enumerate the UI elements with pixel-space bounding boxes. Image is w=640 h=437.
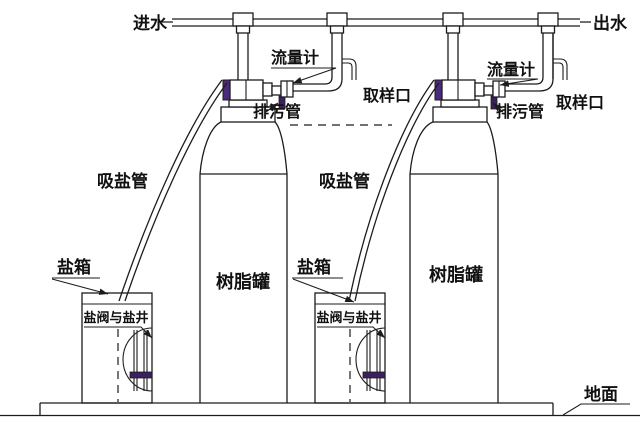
flow-meter-callout-1: 流量计 bbox=[271, 48, 337, 84]
salt-well-arc-1 bbox=[122, 327, 153, 392]
salt-valve-well-label-1: 盐阀与盐井 bbox=[83, 310, 148, 326]
flow-meter-callout-2: 流量计 bbox=[487, 60, 539, 87]
salt-level-marker-1 bbox=[129, 371, 153, 379]
suction-pipe-label-2: 吸盐管 bbox=[319, 171, 370, 192]
outlet-riser-2 bbox=[505, 33, 568, 92]
salt-well-arc-2 bbox=[355, 327, 386, 392]
flow-meter-label-2: 流量计 bbox=[487, 60, 535, 79]
inlet-downpipe-1 bbox=[237, 33, 249, 80]
pipe-tee-outlet-1 bbox=[326, 12, 348, 34]
salt-box-callout-2: 盐箱 bbox=[292, 257, 355, 303]
sampling-port-label-1: 取样口 bbox=[363, 86, 411, 105]
pipe-tee-outlet-2 bbox=[537, 12, 559, 34]
sampling-spout-2 bbox=[553, 58, 568, 80]
drain-pipe-label-2: 排污管 bbox=[496, 102, 544, 121]
control-valve-2 bbox=[434, 79, 506, 110]
pipe-tee-inlet-1 bbox=[232, 12, 254, 34]
salt-box-label-2: 盐箱 bbox=[297, 257, 331, 278]
sampling-spout-1 bbox=[342, 58, 357, 80]
pipe-tee-inlet-2 bbox=[442, 12, 464, 34]
drain-pipe-callout-2: 排污管 bbox=[492, 102, 544, 121]
flow-meter-label-1: 流量计 bbox=[271, 48, 319, 67]
resin-tank-2 bbox=[409, 106, 499, 403]
resin-tank-label-2: 树脂罐 bbox=[429, 264, 483, 286]
main-water-pipe bbox=[162, 18, 591, 27]
sampling-port-label-2: 取样口 bbox=[556, 93, 604, 112]
outlet-label: 出水 bbox=[593, 13, 628, 34]
outlet-riser-1 bbox=[293, 33, 357, 92]
drain-pipe-label-1: 排污管 bbox=[253, 102, 301, 121]
inlet-downpipe-2 bbox=[447, 33, 459, 80]
drain-pipe-callout-1: 排污管 bbox=[253, 102, 301, 121]
resin-tank-label-1: 树脂罐 bbox=[216, 271, 270, 293]
salt-box-label-1: 盐箱 bbox=[57, 257, 91, 278]
salt-suction-pipe-1 bbox=[118, 79, 228, 302]
control-valve-1 bbox=[222, 79, 294, 110]
ground-label: 地面 bbox=[584, 384, 618, 405]
inlet-label: 进水 bbox=[133, 13, 168, 34]
salt-box-2 bbox=[314, 292, 386, 404]
salt-box-1 bbox=[81, 292, 153, 404]
ground-callout: 地面 bbox=[562, 384, 630, 416]
foundation-platform bbox=[39, 402, 554, 415]
salt-box-callout-1: 盐箱 bbox=[51, 257, 109, 295]
resin-tank-1 bbox=[199, 106, 288, 403]
salt-valve-well-label-2: 盐阀与盐井 bbox=[316, 310, 381, 326]
salt-level-marker-2 bbox=[362, 371, 386, 379]
suction-pipe-label-1: 吸盐管 bbox=[97, 171, 148, 192]
salt-suction-pipe-2 bbox=[348, 79, 440, 302]
